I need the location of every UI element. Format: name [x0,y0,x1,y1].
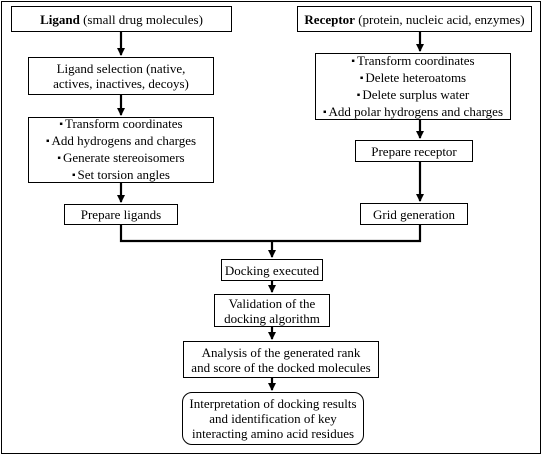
merge-connector [119,225,422,243]
ligand-step-item: Transform coordinates [59,116,183,133]
validation-box: Validation of the docking algorithm [214,294,330,327]
ligand-steps-box: Transform coordinates Add hydrogens and … [28,116,214,184]
analysis-line: and score of the docked molecules [191,359,371,375]
ligand-step-item: Set torsion angles [72,167,170,184]
receptor-step-item: Transform coordinates [351,53,475,70]
analysis-line: Analysis of the generated rank [201,344,361,360]
ligand-selection-line: actives, inactives, decoys) [53,76,189,91]
ligand-header-box: Ligand (small drug molecules) [11,6,232,32]
ligand-header-text: (small drug molecules) [79,11,203,27]
prepare-receptor-label: Prepare receptor [371,143,457,159]
prepare-receptor-box: Prepare receptor [355,140,473,162]
ligand-step-item: Add hydrogens and charges [46,133,197,150]
prepare-ligands-label: Prepare ligands [80,207,162,222]
ligand-header-bold: Ligand [40,11,80,27]
receptor-steps-box: Transform coordinates Delete heteroatoms… [315,53,511,120]
docking-executed-box: Docking executed [221,259,323,281]
analysis-box: Analysis of the generated rank and score… [183,341,379,378]
receptor-header-text: (protein, nucleic acid, enzymes) [354,11,525,27]
receptor-step-item: Add polar hydrogens and charges [323,104,504,121]
docking-executed-label: Docking executed [224,262,320,278]
receptor-header-box: Receptor (protein, nucleic acid, enzymes… [297,6,532,32]
interpretation-line: interacting amino acid residues [191,426,355,441]
grid-generation-box: Grid generation [360,203,468,225]
interpretation-line: Interpretation of docking results [189,396,357,411]
validation-line: docking algorithm [224,310,320,326]
ligand-selection-line: Ligand selection (native, [56,61,186,76]
prepare-ligands-box: Prepare ligands [64,204,178,225]
receptor-header-bold: Receptor [304,11,355,27]
receptor-step-item: Delete surplus water [357,87,469,104]
ligand-selection-box: Ligand selection (native, actives, inact… [28,57,214,95]
validation-line: Validation of the [228,295,316,311]
interpretation-line: and identification of key [209,411,337,426]
interpretation-box: Interpretation of docking results and id… [182,392,364,445]
grid-generation-label: Grid generation [373,206,455,222]
receptor-step-item: Delete heteroatoms [360,70,466,87]
ligand-step-item: Generate stereoisomers [57,150,185,167]
